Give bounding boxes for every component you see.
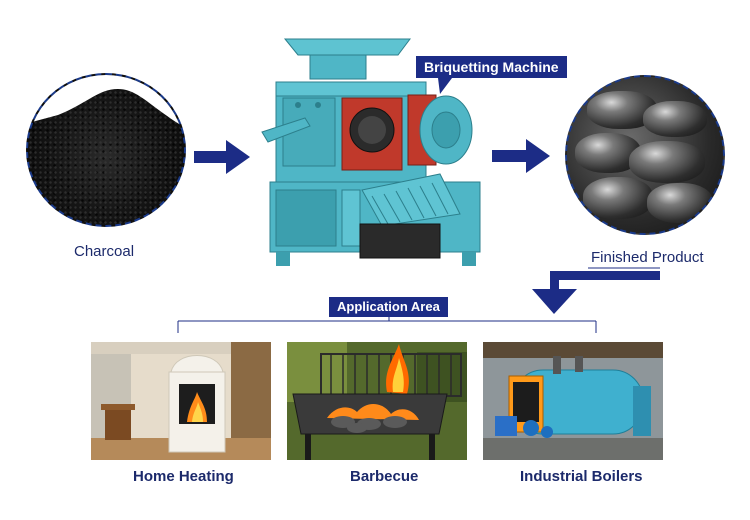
fireplace-scene bbox=[91, 342, 271, 460]
charcoal-pile-shape bbox=[28, 75, 184, 127]
boiler-scene bbox=[483, 342, 663, 460]
application-bracket bbox=[177, 316, 597, 333]
right-arrow-icon bbox=[194, 140, 250, 174]
finished-product-image bbox=[565, 75, 725, 235]
briquetting-machine-label: Briquetting Machine bbox=[416, 56, 567, 78]
industrial-boilers-label: Industrial Boilers bbox=[520, 468, 643, 485]
charcoal-image bbox=[26, 73, 186, 227]
home-heating-image bbox=[91, 342, 271, 460]
right-arrow-icon bbox=[492, 139, 550, 173]
home-heating-label: Home Heating bbox=[133, 468, 234, 485]
charcoal-label: Charcoal bbox=[74, 243, 135, 260]
application-area-label: Application Area bbox=[329, 297, 448, 317]
industrial-boilers-image bbox=[483, 342, 663, 460]
finished-product-label: Finished Product bbox=[591, 249, 704, 266]
down-arrow-icon bbox=[532, 271, 660, 314]
barbecue-label: Barbecue bbox=[350, 468, 419, 485]
barbecue-image bbox=[287, 342, 467, 460]
barbecue-scene bbox=[287, 342, 467, 460]
